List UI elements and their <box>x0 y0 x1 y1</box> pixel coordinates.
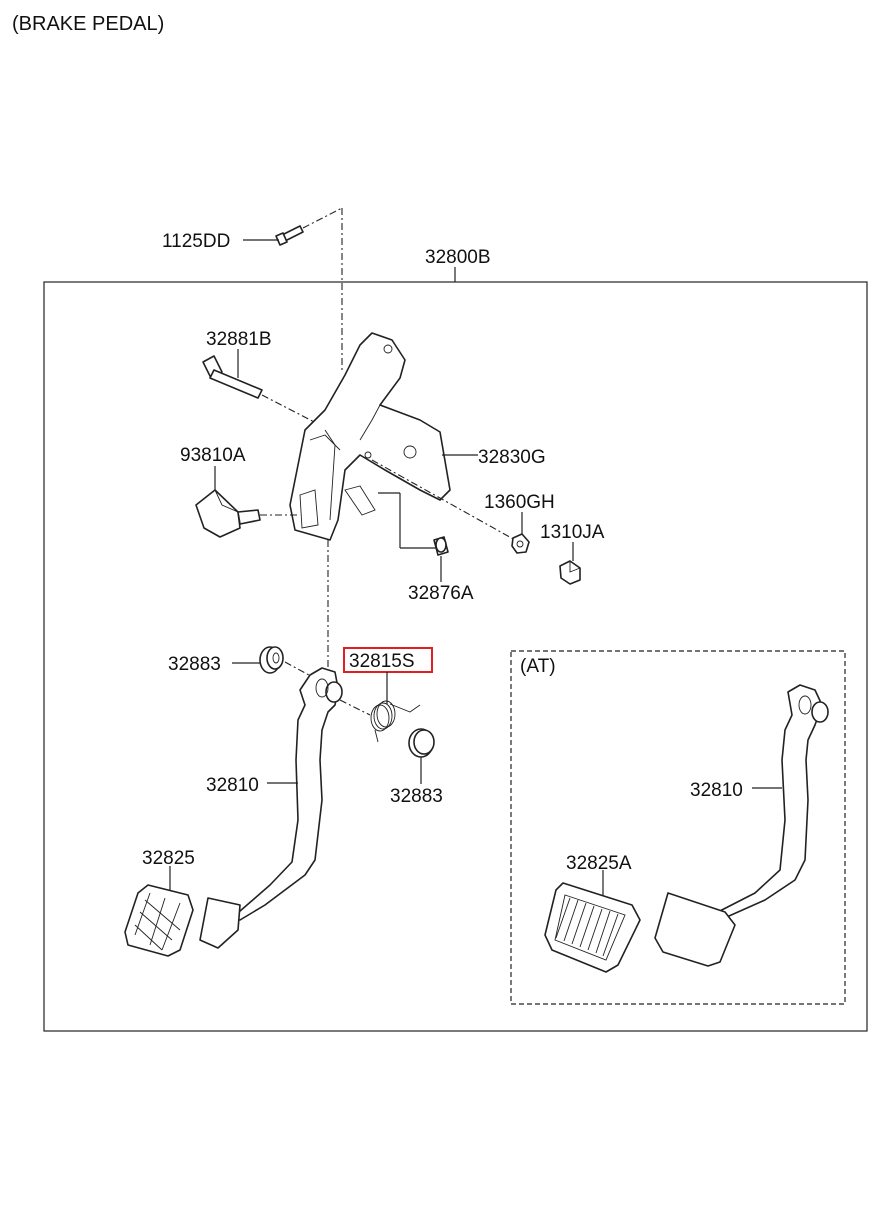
nut-1360gh-icon <box>511 533 530 554</box>
nut-1310ja-icon <box>559 560 581 585</box>
label-32810[interactable]: 32810 <box>206 775 259 796</box>
label-32876a[interactable]: 32876A <box>408 583 474 604</box>
label-1125dd[interactable]: 1125DD <box>162 231 230 252</box>
label-93810a[interactable]: 93810A <box>180 445 246 466</box>
return-spring-32815s-icon <box>370 700 421 743</box>
label-1310ja[interactable]: 1310JA <box>540 522 605 543</box>
bushing-32883-right-icon <box>408 728 435 758</box>
at-pedal-arm-32810-icon <box>654 684 829 967</box>
at-pedal-pad-32825a-icon <box>544 882 641 973</box>
label-at-32810[interactable]: 32810 <box>690 780 743 801</box>
bushing-32883-left-icon <box>259 646 284 674</box>
label-1360gh[interactable]: 1360GH <box>484 492 555 513</box>
pedal-pad-32825-icon <box>124 884 194 957</box>
label-32815s-highlight <box>343 647 433 673</box>
label-32800b[interactable]: 32800B <box>425 247 491 268</box>
bracket-32830g-icon <box>289 332 451 541</box>
label-32830g[interactable]: 32830G <box>478 447 546 468</box>
label-32815s[interactable]: 32815S <box>349 651 415 672</box>
bushing-32876a-icon <box>433 536 449 556</box>
bolt-32881b-icon <box>202 355 263 399</box>
bolt-1125dd-icon <box>275 225 304 246</box>
pedal-arm-32810-icon <box>199 667 343 949</box>
label-32825[interactable]: 32825 <box>142 848 195 869</box>
label-32825a[interactable]: 32825A <box>566 853 632 874</box>
diagram-title: (BRAKE PEDAL) <box>12 13 164 35</box>
label-32883-right[interactable]: 32883 <box>390 786 443 807</box>
brake-switch-93810a-icon <box>195 489 261 538</box>
at-label: (AT) <box>520 656 556 677</box>
label-32883-left[interactable]: 32883 <box>168 654 221 675</box>
label-32881b[interactable]: 32881B <box>206 329 272 350</box>
